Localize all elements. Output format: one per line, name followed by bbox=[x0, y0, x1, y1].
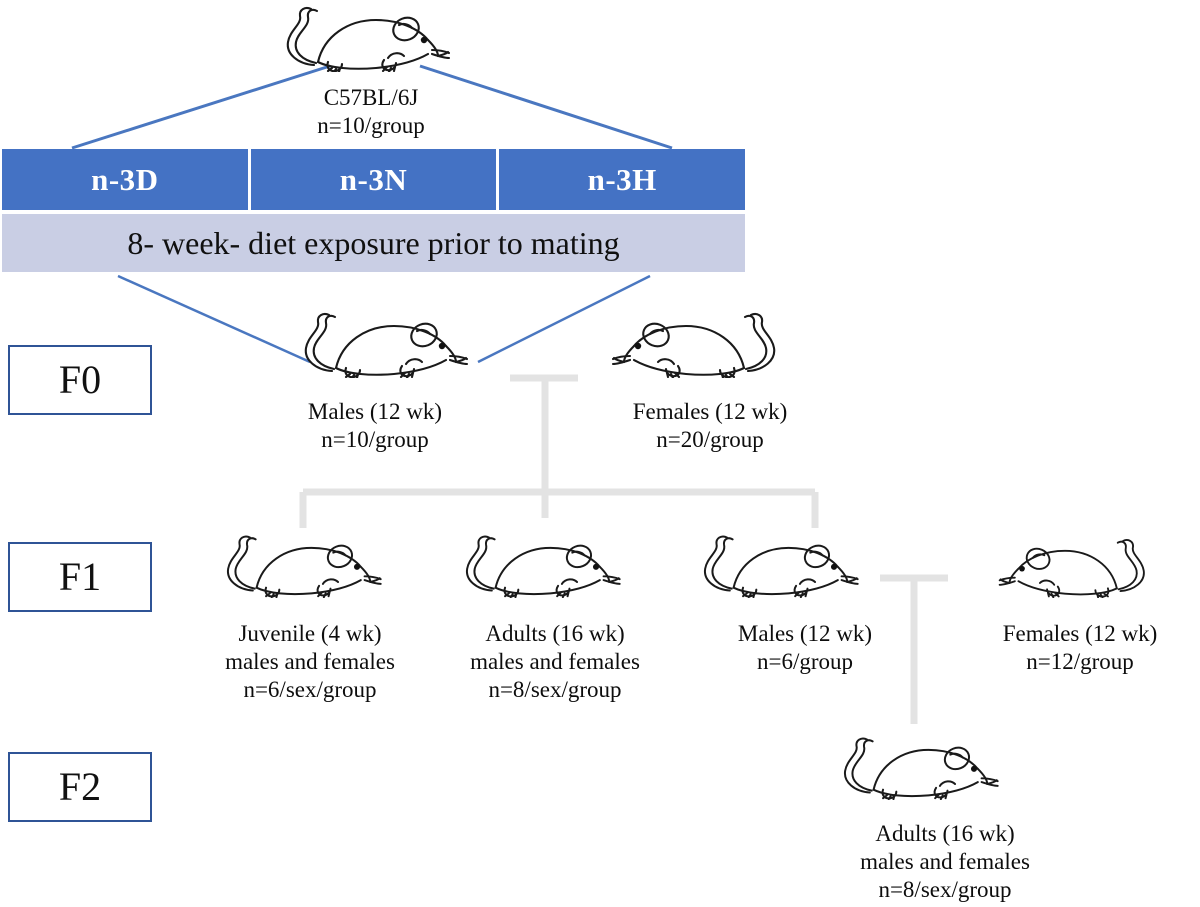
f1-juvenile-line3: n=6/sex/group bbox=[243, 677, 377, 703]
mouse-icon-f1-males bbox=[690, 530, 870, 598]
caption-f2-adults: Adults (16 wk) males and females n=8/sex… bbox=[830, 820, 1060, 904]
f0-females-line1: Females (12 wk) bbox=[632, 399, 788, 424]
diet-group-n3d[interactable]: n-3D bbox=[2, 149, 248, 210]
f1-females-line2: n=12/group bbox=[1026, 649, 1134, 675]
f1-males-line1: Males (12 wk) bbox=[737, 621, 873, 646]
f0-females-line2: n=20/group bbox=[656, 427, 764, 453]
diet-group-n3n[interactable]: n-3N bbox=[250, 149, 497, 210]
diet-group-bar: n-3D n-3N n-3H bbox=[2, 149, 746, 210]
diet-exposure-band: 8- week- diet exposure prior to mating bbox=[2, 214, 745, 272]
mouse-icon-f1-adults bbox=[452, 530, 632, 598]
f2-adults-line1: Adults (16 wk) bbox=[875, 821, 1015, 846]
f2-adults-line2: males and females bbox=[860, 849, 1030, 875]
f1-juvenile-line1: Juvenile (4 wk) bbox=[238, 621, 382, 646]
caption-f0-females: Females (12 wk) n=20/group bbox=[585, 398, 835, 454]
f1-juvenile-line2: males and females bbox=[225, 649, 395, 675]
mouse-icon-f2-adults bbox=[830, 732, 1010, 800]
caption-f0-males: Males (12 wk) n=10/group bbox=[260, 398, 490, 454]
f0-males-line1: Males (12 wk) bbox=[307, 399, 443, 424]
f1-females-line1: Females (12 wk) bbox=[1002, 621, 1158, 646]
f1-adults-line2: males and females bbox=[470, 649, 640, 675]
f0-males-line2: n=10/group bbox=[321, 427, 429, 453]
caption-f1-adults: Adults (16 wk) males and females n=8/sex… bbox=[440, 620, 670, 704]
mouse-icon-f1-juvenile bbox=[213, 530, 393, 598]
f1-adults-line1: Adults (16 wk) bbox=[485, 621, 625, 646]
mouse-icon-f0-males bbox=[290, 308, 480, 378]
caption-f1-juvenile: Juvenile (4 wk) males and females n=6/se… bbox=[185, 620, 435, 704]
f1-males-line2: n=6/group bbox=[756, 649, 854, 675]
mouse-icon-f1-females bbox=[988, 534, 1158, 598]
diet-group-n3h[interactable]: n-3H bbox=[499, 149, 746, 210]
f1-adults-line3: n=8/sex/group bbox=[488, 677, 622, 703]
generation-label-f2: F2 bbox=[8, 752, 152, 822]
caption-f1-females: Females (12 wk) n=12/group bbox=[960, 620, 1200, 676]
generation-label-f0: F0 bbox=[8, 345, 152, 415]
caption-founder: C57BL/6J n=10/group bbox=[246, 84, 496, 140]
caption-f1-males: Males (12 wk) n=6/group bbox=[690, 620, 920, 676]
f2-adults-line3: n=8/sex/group bbox=[878, 877, 1012, 903]
mouse-icon-founder bbox=[272, 2, 462, 72]
founder-strain: C57BL/6J bbox=[323, 85, 419, 110]
generation-label-f1: F1 bbox=[8, 542, 152, 612]
founder-n: n=10/group bbox=[317, 113, 425, 139]
mouse-icon-f0-females bbox=[600, 308, 790, 378]
